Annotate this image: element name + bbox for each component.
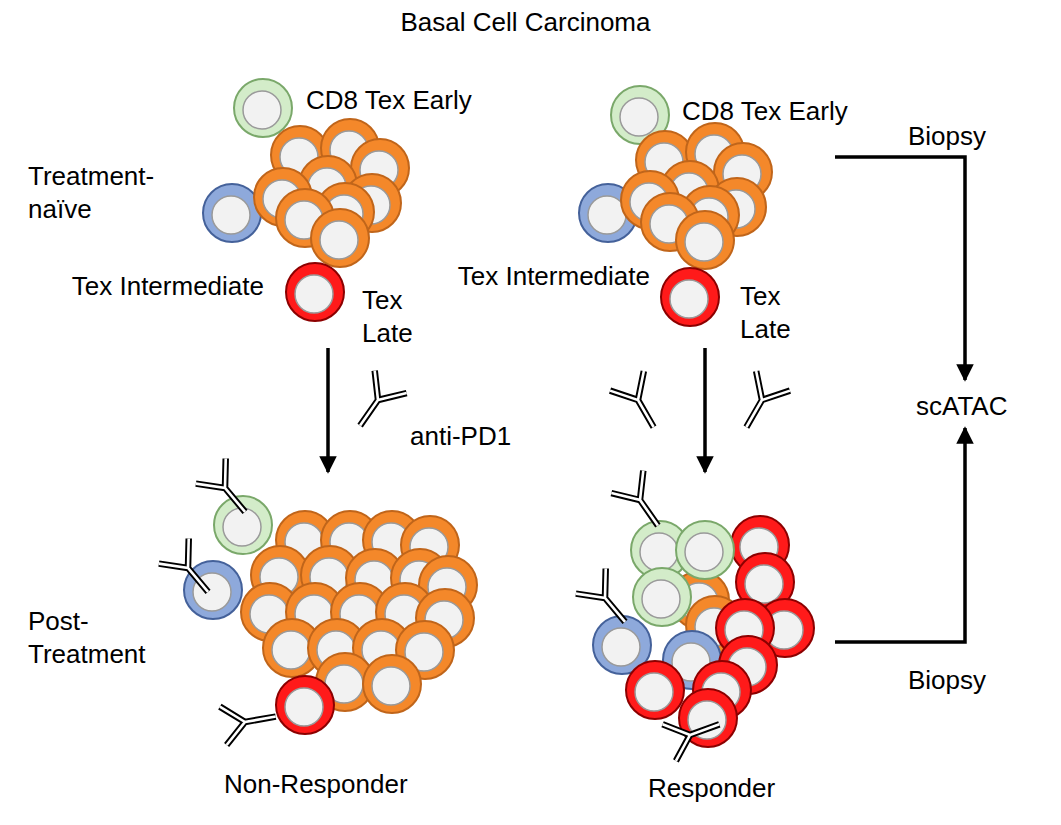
cell	[676, 211, 734, 269]
cell-body	[676, 211, 734, 269]
biopsy-arrow	[835, 157, 965, 380]
cell-nucleus	[295, 275, 333, 313]
antibody-outline	[611, 471, 674, 537]
antibody-inner	[220, 697, 279, 745]
cell-label: Tex Late	[362, 284, 437, 349]
antibody-outline	[196, 459, 260, 525]
cell-body	[676, 521, 734, 579]
stage-label: Post- Treatment	[28, 605, 178, 670]
antibody-outline	[576, 569, 640, 635]
assay-label: scATAC	[916, 390, 1007, 423]
antibody-symbol	[610, 371, 670, 437]
step-label: Biopsy	[908, 664, 986, 697]
antibody-inner	[611, 471, 674, 537]
cell-nucleus	[272, 631, 310, 669]
antibody-symbol	[663, 706, 726, 761]
antibody-symbol	[220, 697, 279, 745]
antibody-symbol	[344, 371, 407, 437]
cell	[234, 79, 292, 137]
drug-label: anti-PD1	[410, 420, 511, 453]
cell-nucleus	[745, 565, 783, 603]
antibody-symbol	[576, 569, 640, 635]
cell	[286, 263, 344, 321]
antibody-inner	[610, 371, 670, 437]
stage-label: Treatment- naïve	[28, 160, 178, 225]
cell	[661, 268, 719, 326]
cell	[203, 184, 261, 242]
cell-body	[633, 568, 691, 626]
antibody-inner	[663, 706, 726, 761]
antibody-inner	[196, 459, 260, 525]
antibody-outline	[159, 539, 223, 605]
cell-body	[286, 263, 344, 321]
cell-body	[626, 661, 684, 719]
group-label: Non-Responder	[224, 768, 408, 801]
biopsy-arrow	[835, 428, 965, 642]
cell	[676, 521, 734, 579]
cell	[276, 676, 334, 734]
treatment-arrow	[326, 348, 330, 472]
cell-body	[311, 209, 369, 267]
cell-nucleus	[620, 98, 658, 136]
antibody-outline	[220, 697, 279, 745]
antibody-outline	[344, 371, 407, 437]
cell-nucleus	[642, 580, 680, 618]
cell-group	[184, 79, 814, 747]
antibody-outline	[730, 371, 790, 437]
antibody-inner	[576, 569, 640, 635]
cell-body	[661, 268, 719, 326]
cell-label: Tex Intermediate	[60, 270, 264, 303]
antibody-inner	[159, 539, 223, 605]
antibody-outline	[610, 371, 670, 437]
cell-body	[363, 655, 421, 713]
antibody-inner	[344, 371, 407, 437]
cell-nucleus	[685, 223, 723, 261]
antibody-symbol	[159, 539, 223, 605]
cell-nucleus	[670, 280, 708, 318]
cell-nucleus	[223, 508, 261, 546]
cell-nucleus	[212, 196, 250, 234]
cell-nucleus	[635, 673, 673, 711]
group-label: Responder	[648, 772, 775, 805]
cell	[363, 655, 421, 713]
step-label: Biopsy	[908, 120, 986, 153]
antibody-inner	[730, 371, 790, 437]
arrow-group	[328, 157, 965, 642]
cell-nucleus	[685, 533, 723, 571]
cell-label: CD8 Tex Early	[306, 84, 472, 117]
cell-nucleus	[243, 91, 281, 129]
cell	[633, 568, 691, 626]
cell-label: CD8 Tex Early	[682, 95, 848, 128]
cell-nucleus	[640, 533, 678, 571]
cell-label: Tex Intermediate	[446, 260, 650, 293]
cell-body	[276, 676, 334, 734]
figure-title: Basal Cell Carcinoma	[0, 6, 1056, 39]
antibody-group	[159, 371, 790, 761]
cell-nucleus	[372, 667, 410, 705]
antibody-outline	[663, 706, 726, 761]
cell-label: Tex Late	[740, 280, 815, 345]
antibody-symbol	[196, 459, 260, 525]
cell-nucleus	[602, 628, 640, 666]
antibody-symbol	[730, 371, 790, 437]
cell	[311, 209, 369, 267]
treatment-arrow	[703, 348, 707, 472]
cell-body	[203, 184, 261, 242]
cell-nucleus	[285, 688, 323, 726]
antibody-symbol	[611, 471, 674, 537]
cell-nucleus	[320, 221, 358, 259]
cell-body	[234, 79, 292, 137]
cell	[626, 661, 684, 719]
